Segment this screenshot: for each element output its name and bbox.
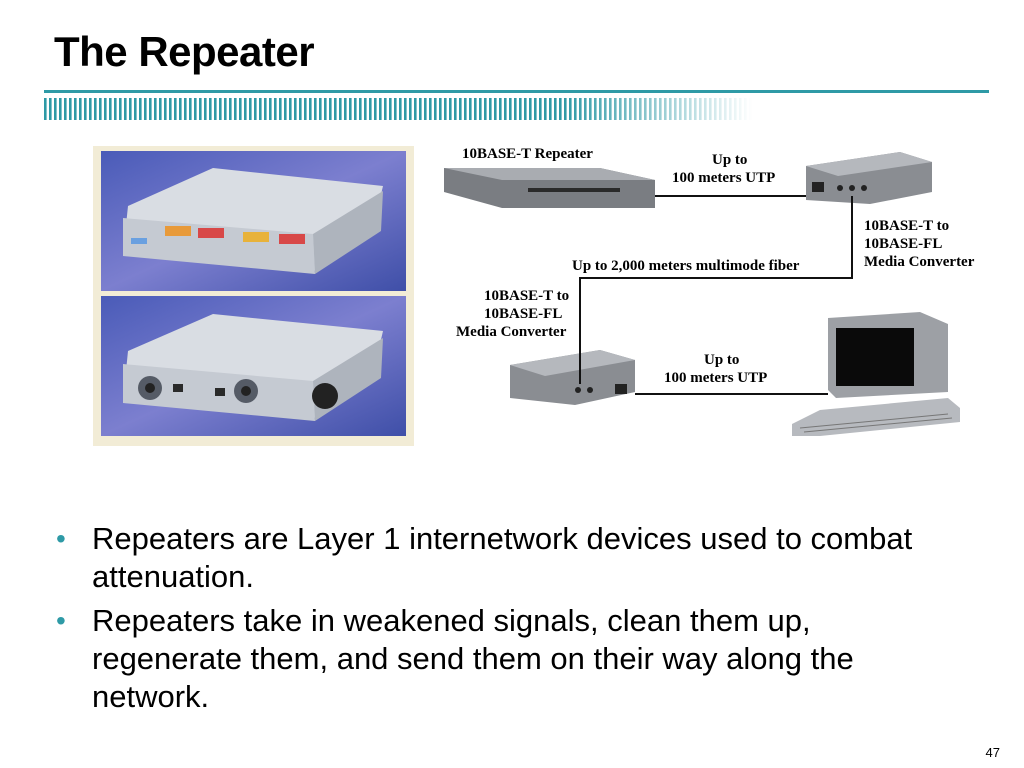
- repeater-network-diagram: 10BASE-T Repeater Up to 100 meters UTP 1…: [444, 146, 975, 436]
- converter-left-label-line2: 10BASE-FL: [484, 306, 562, 322]
- utp-bottom-label-line1: Up to: [704, 352, 739, 368]
- repeater-devices-photo: [93, 146, 414, 446]
- converter-right-label-line2: 10BASE-FL: [864, 236, 942, 252]
- utp-top-label-line2: 100 meters UTP: [672, 170, 775, 186]
- converter-left-label-line1: 10BASE-T to: [484, 288, 569, 304]
- repeater-label: 10BASE-T Repeater: [462, 146, 593, 162]
- bullet-text: Repeaters take in weakened signals, clea…: [92, 603, 854, 714]
- converter-left-label-line3: Media Converter: [456, 324, 567, 340]
- page-number: 47: [985, 745, 1000, 760]
- title-decorative-rule: [44, 90, 989, 120]
- converter-right-label-line1: 10BASE-T to: [864, 218, 949, 234]
- bullet-dot-icon: •: [56, 605, 66, 636]
- converter-right-label-line3: Media Converter: [864, 254, 975, 270]
- computer-workstation: [792, 312, 960, 436]
- bullet-item: • Repeaters take in weakened signals, cl…: [54, 602, 954, 716]
- slide-title: The Repeater: [54, 28, 315, 75]
- bullet-dot-icon: •: [56, 523, 66, 554]
- fiber-label: Up to 2,000 meters multimode fiber: [572, 258, 800, 274]
- bullet-list: • Repeaters are Layer 1 internetwork dev…: [54, 520, 954, 722]
- utp-top-label-line1: Up to: [712, 152, 747, 168]
- fiber-cable: [579, 196, 853, 384]
- utp-bottom-label-line2: 100 meters UTP: [664, 370, 767, 386]
- bullet-item: • Repeaters are Layer 1 internetwork dev…: [54, 520, 954, 596]
- bullet-text: Repeaters are Layer 1 internetwork devic…: [92, 521, 913, 594]
